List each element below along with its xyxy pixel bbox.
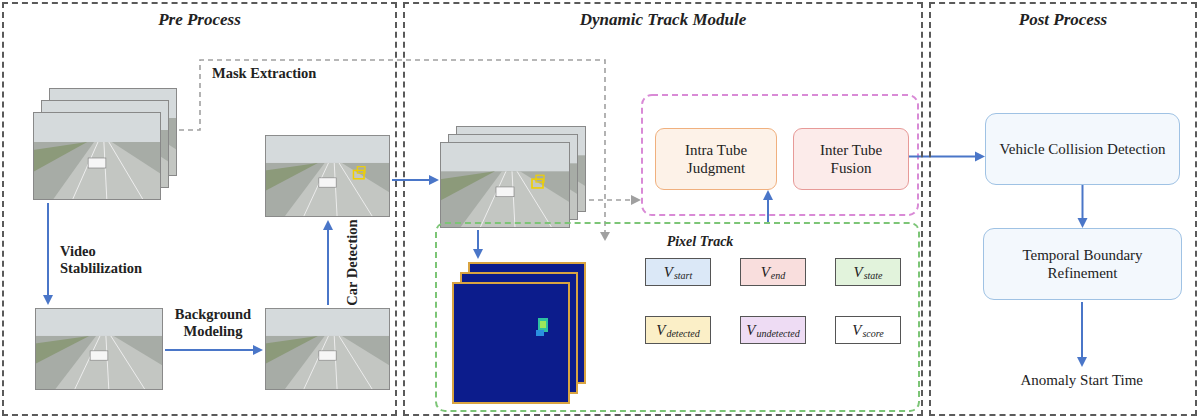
group-box: Pixel TrackVstartVendVstateVdetectedVund… xyxy=(435,222,920,412)
arrow-head xyxy=(253,345,263,355)
arrow-head xyxy=(763,190,773,200)
variable-subscript: detected xyxy=(666,328,699,340)
panel-title: Dynamic Track Module xyxy=(405,10,921,30)
variable-symbol: V xyxy=(852,321,861,339)
tube-group-outline xyxy=(642,95,918,215)
variable-box: Vundetected xyxy=(740,316,806,344)
variable-subscript: undetected xyxy=(756,328,799,340)
connector-line xyxy=(767,200,769,222)
variable-subscript: score xyxy=(862,328,883,340)
variable-subscript: start xyxy=(674,270,692,282)
connector-line xyxy=(1082,185,1084,218)
arrow-head xyxy=(975,152,985,162)
box-text: Temporal Boundary Refinement xyxy=(984,246,1181,282)
variable-box: Vscore xyxy=(835,316,901,344)
stage-panel: Pre Process xyxy=(2,2,397,416)
variable-symbol: V xyxy=(656,321,665,339)
variable-symbol: V xyxy=(761,263,770,281)
flow-arrow xyxy=(47,203,49,296)
variable-subscript: end xyxy=(771,270,785,282)
mask-path xyxy=(179,60,605,232)
arrow-head xyxy=(1077,357,1087,367)
arrow-head xyxy=(323,220,333,230)
arrow-head xyxy=(473,249,483,259)
panel-title: Pixel Track xyxy=(667,233,734,250)
annotation-label: Mask Extraction xyxy=(212,65,316,82)
detection-frame xyxy=(265,135,390,217)
annotation-label: Video Stablilization xyxy=(60,243,160,277)
heatmap-frame xyxy=(453,283,569,403)
box-text: Vehicle Collision Detection xyxy=(992,140,1174,158)
variable-box: Vend xyxy=(740,258,806,286)
flow-arrow xyxy=(165,349,254,351)
box-text: Intra Tube Judgment xyxy=(656,141,776,177)
flow-arrow xyxy=(327,229,329,305)
flow-connector xyxy=(1078,185,1088,228)
video-frame xyxy=(33,112,161,200)
flow-arrow xyxy=(1081,302,1083,358)
arrow-head xyxy=(600,232,610,241)
variable-symbol: V xyxy=(853,263,862,281)
variable-box: Vdetected xyxy=(645,316,711,344)
process-box: Intra Tube Judgment xyxy=(655,128,777,190)
process-box: Vehicle Collision Detection xyxy=(985,113,1180,185)
variable-box: Vstate xyxy=(835,258,901,286)
arrow-head xyxy=(43,295,53,305)
process-box: Inter Tube Fusion xyxy=(793,128,909,190)
mask-arrow xyxy=(589,199,632,201)
arrow-head xyxy=(1078,218,1088,228)
stage-panel: Post ProcessVehicle Collision DetectionT… xyxy=(929,2,1197,416)
panel-title: Pre Process xyxy=(4,10,395,30)
variable-symbol: V xyxy=(664,263,673,281)
variable-subscript: state xyxy=(864,270,883,282)
annotation-label: Car Detection xyxy=(344,219,361,305)
variable-symbol: V xyxy=(746,321,755,339)
box-text: Inter Tube Fusion xyxy=(794,141,908,177)
background-frame xyxy=(265,308,390,390)
stage-panel: Dynamic Track ModuleIntra Tube Judgment I… xyxy=(403,2,923,416)
arrow-head xyxy=(631,195,641,205)
stabilized-frame xyxy=(35,308,163,390)
variable-box: Vstart xyxy=(645,258,711,286)
process-box: Temporal Boundary Refinement xyxy=(983,228,1182,300)
annotation-label: Anomaly Start Time xyxy=(1021,372,1144,389)
flow-connector xyxy=(909,152,985,162)
connector-line xyxy=(909,156,975,158)
arrow-head xyxy=(429,175,439,185)
flow-arrow xyxy=(392,179,430,181)
panel-title: Post Process xyxy=(931,10,1195,30)
flow-connector xyxy=(763,190,773,222)
flow-arrow xyxy=(477,230,479,250)
annotation-label: Background Modeling xyxy=(165,306,261,340)
video-frame xyxy=(440,142,570,228)
